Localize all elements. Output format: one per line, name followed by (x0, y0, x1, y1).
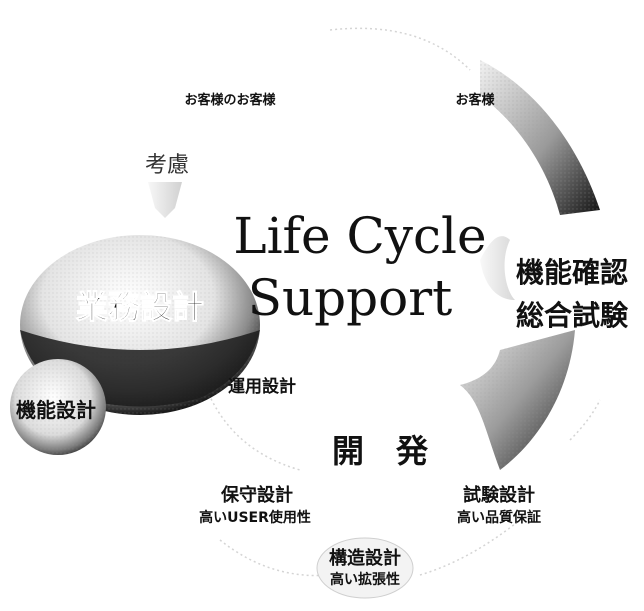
cycle-faint-arcs (204, 27, 601, 577)
operation-design-label: 運用設計 (228, 376, 296, 397)
consideration-arrow (148, 182, 182, 218)
arc-right-faint (480, 236, 515, 300)
function-design-sphere (10, 359, 106, 455)
structure-design-label: 構造設計 (329, 547, 401, 569)
consideration-label: 考慮 (145, 153, 189, 178)
structure-note-label: 高い拡張性 (330, 571, 400, 588)
customer-of-customer-label: お客様のお客様 (184, 92, 276, 108)
maintenance-design-label: 保守設計 (220, 484, 293, 506)
customer-label: お客様 (455, 92, 495, 108)
test-design-label: 試験設計 (463, 484, 535, 506)
development-label: 開 発 (332, 432, 429, 470)
structure-design-blob (316, 537, 414, 599)
maintenance-note-label: 高いUSER使用性 (199, 509, 311, 526)
arc-right-lower-texture (460, 330, 575, 470)
business-design-label: 業務設計 (76, 288, 204, 326)
center-title-line2: Support (248, 269, 453, 327)
test-note-label: 高い品質保証 (457, 509, 541, 526)
function-design-label: 機能設計 (16, 398, 96, 422)
function-check-label: 機能確認 (516, 256, 628, 289)
integration-test-label: 総合試験 (516, 299, 629, 332)
center-title-line1: Life Cycle (233, 207, 486, 265)
arc-top-right-texture (480, 60, 600, 215)
